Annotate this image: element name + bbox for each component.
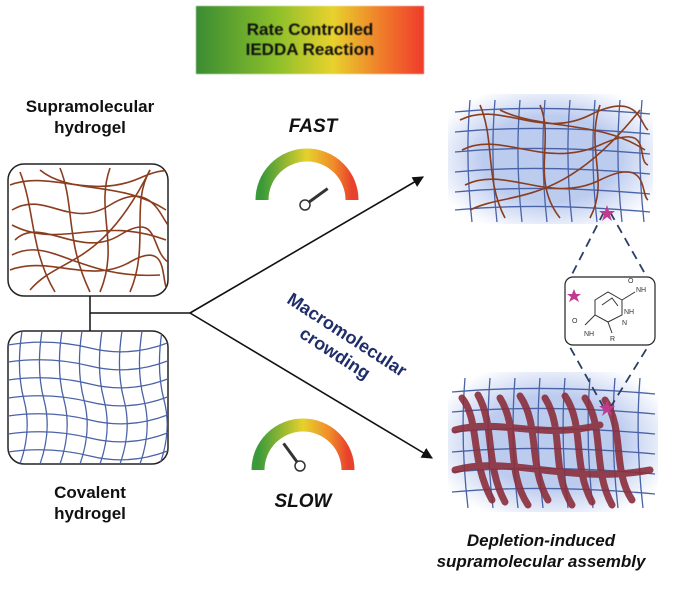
slow-product-network xyxy=(448,372,658,512)
fiber-bundles xyxy=(451,391,654,509)
atom-o-left: O xyxy=(572,318,578,325)
fast-arrow xyxy=(189,176,424,314)
result-label: Depletion-induced supramolecular assembl… xyxy=(396,530,686,572)
supramolecular-label: Supramolecular hydrogel xyxy=(0,96,180,138)
banner-line-1: Rate Controlled xyxy=(246,20,374,39)
fast-gauge-icon xyxy=(255,148,359,211)
covalent-label-line1: Covalent xyxy=(54,483,126,502)
covalent-hydrogel-box xyxy=(7,330,169,465)
molecule-structure xyxy=(584,291,636,334)
atom-o-top: O xyxy=(628,278,634,285)
atom-nh-top: NH xyxy=(636,287,646,294)
result-label-line2: supramolecular assembly xyxy=(436,552,646,571)
slow-arrow xyxy=(189,312,433,459)
slow-label: SLOW xyxy=(274,491,332,512)
box-connector xyxy=(89,296,190,331)
supramolecular-label-line1: Supramolecular xyxy=(25,97,155,116)
bottom-star-icon xyxy=(599,400,615,416)
supramolecular-hydrogel-box xyxy=(7,163,169,297)
covalent-label-line2: hydrogel xyxy=(54,504,126,523)
zoom-lines xyxy=(565,211,653,409)
slow-gauge-icon xyxy=(251,418,355,472)
covalent-label: Covalent hydrogel xyxy=(0,482,180,524)
banner-line-2: IEDDA Reaction xyxy=(245,40,375,59)
atom-nh-mid: NH xyxy=(624,309,634,316)
supramolecular-fibers xyxy=(9,167,168,293)
atom-nh-bottom: NH xyxy=(584,331,594,338)
fast-supramolecular-fibers xyxy=(459,104,649,219)
atom-r: R xyxy=(610,336,615,343)
atom-n: N xyxy=(622,320,627,327)
covalent-network xyxy=(8,331,168,464)
top-star-icon xyxy=(599,205,615,221)
molecule-star-icon xyxy=(567,289,581,302)
molecule-box: NH NH N NH R O O xyxy=(564,276,656,346)
supramolecular-label-line2: hydrogel xyxy=(54,118,126,137)
fast-product-network xyxy=(448,94,653,224)
result-label-line1: Depletion-induced xyxy=(466,531,616,550)
rate-banner: Rate Controlled IEDDA Reaction xyxy=(196,6,424,74)
fast-label: FAST xyxy=(288,116,338,137)
